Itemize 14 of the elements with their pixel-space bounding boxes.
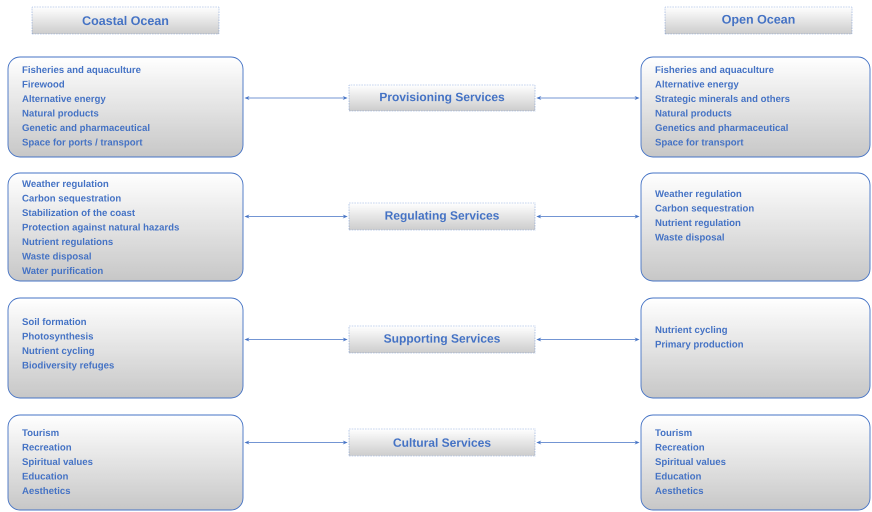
list-box: Fisheries and aquaculture Firewood Alternative energy Natural products Genetic and pharmaceutical Space for ports / transport <box>8 56 244 158</box>
list-box: Weather regulation Carbon sequestration Stabilization of the coast Protection against natural hazards Nutrient regulations Waste disposal Water purification <box>8 172 244 282</box>
service-box: Provisioning Services <box>348 84 536 112</box>
service-box: Regulating Services <box>348 202 536 230</box>
service-box: Supporting Services <box>348 326 536 354</box>
list-box: Tourism Recreation Spiritual values Education Aesthetics <box>8 414 244 510</box>
service-box: Cultural Services <box>348 428 536 456</box>
column-heading: Open Ocean <box>664 6 852 34</box>
list-box: Nutrient cycling Primary production <box>640 298 870 398</box>
list-box: Weather regulation Carbon sequestration Nutrient regulation Waste disposal <box>640 172 870 282</box>
list-box: Fisheries and aquaculture Alternative energy Strategic minerals and others Natural products Genetics and pharmaceutical Space for transport <box>640 56 870 158</box>
list-box: Tourism Recreation Spiritual values Education Aesthetics <box>640 414 870 510</box>
list-box: Soil formation Photosynthesis Nutrient cycling Biodiversity refuges <box>8 298 244 398</box>
column-heading: Coastal Ocean <box>32 6 220 34</box>
